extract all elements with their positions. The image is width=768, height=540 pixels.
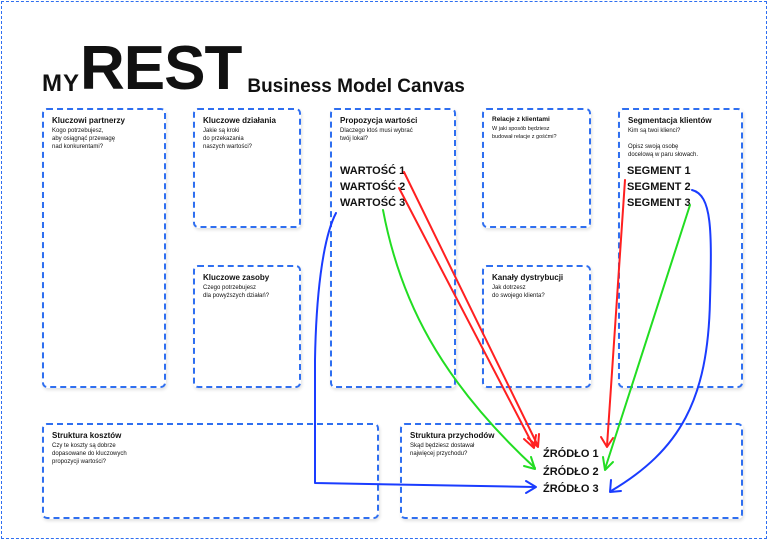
box-title: Propozycja wartości — [340, 116, 418, 125]
arrow-value3-source2 — [382, 209, 536, 470]
arrow-value-source3 — [314, 212, 537, 494]
box-key-activities: Kluczowe działania Jakie są kroki do prz… — [193, 108, 301, 228]
box-question: Skąd będziesz dostawał najwięcej przycho… — [410, 443, 475, 457]
value-item: WARTOŚĆ 1 — [340, 165, 406, 177]
box-cost-structure: Struktura kosztów Czy te koszty są dobrz… — [42, 423, 379, 519]
segment-item: SEGMENT 1 — [627, 165, 691, 177]
box-revenue-streams: Struktura przychodów Skąd będziesz dosta… — [400, 423, 743, 519]
box-value-proposition: Propozycja wartości Dlaczego ktoś musi w… — [330, 108, 456, 388]
value-item: WARTOŚĆ 2 — [340, 181, 406, 193]
logo: MY REST Business Model Canvas — [42, 38, 465, 100]
logo-rest: REST — [80, 34, 242, 103]
box-question: Dlaczego ktoś musi wybrać twój lokal? — [340, 128, 413, 142]
box-channels: Kanały dystrybucji Jak dotrzesz do swoje… — [482, 265, 591, 388]
arrow-segment3-source2 — [602, 204, 691, 471]
box-title: Kluczowi partnerzy — [52, 116, 125, 125]
box-title: Kluczowe zasoby — [203, 273, 270, 282]
arrow-segment1-source1 — [600, 179, 626, 448]
box-title: Segmentacja klientów — [628, 116, 712, 125]
arrow-value2-source1 — [398, 187, 537, 449]
page-title: Business Model Canvas — [247, 76, 465, 97]
box-title: Kanały dystrybucji — [492, 273, 564, 282]
segment-item: SEGMENT 3 — [627, 197, 691, 209]
value-item: WARTOŚĆ 3 — [340, 197, 406, 209]
box-key-partners: Kluczowi partnerzy Kogo potrzebujesz, ab… — [42, 108, 166, 388]
source-item: ŹRÓDŁO 3 — [543, 483, 599, 495]
source-list: ŹRÓDŁO 1 ŹRÓDŁO 2 ŹRÓDŁO 3 — [543, 446, 599, 499]
box-title: Struktura kosztów — [52, 431, 122, 440]
source-item: ŹRÓDŁO 2 — [543, 465, 599, 478]
box-question: Kogo potrzebujesz, aby osiągnąć przewagę… — [52, 128, 116, 150]
value-list: WARTOŚĆ 1 WARTOŚĆ 2 WARTOŚĆ 3 — [340, 163, 405, 211]
box-question: Kim są twoi klienci? Opisz swoją osobę d… — [628, 128, 699, 158]
arrow-value1-source1 — [403, 171, 540, 448]
box-question: Czego potrzebujesz dla powyższych działa… — [203, 285, 270, 299]
box-question: Jakie są kroki do przekazania naszych wa… — [203, 128, 253, 150]
segment-item: SEGMENT 2 — [627, 181, 691, 193]
box-customer-segments: Segmentacja klientów Kim są twoi klienci… — [618, 108, 743, 388]
box-title: Struktura przychodów — [410, 431, 495, 440]
box-title: Relacje z klientami — [492, 116, 550, 123]
segment-list: SEGMENT 1 SEGMENT 2 SEGMENT 3 — [627, 163, 691, 211]
logo-my: MY — [42, 70, 80, 97]
box-customer-relations: Relacje z klientami W jaki sposób będzie… — [482, 108, 591, 228]
box-question: Jak dotrzesz do swojego klienta? — [492, 285, 545, 299]
box-title: Kluczowe działania — [203, 116, 276, 125]
source-item: ŹRÓDŁO 1 — [543, 448, 599, 460]
box-key-resources: Kluczowe zasoby Czego potrzebujesz dla p… — [193, 265, 301, 388]
arrow-segment-source3 — [609, 189, 712, 493]
box-question: W jaki sposób będziesz budował relacje z… — [492, 126, 557, 140]
box-question: Czy te koszty są dobrze dopasowane do kl… — [52, 443, 127, 465]
